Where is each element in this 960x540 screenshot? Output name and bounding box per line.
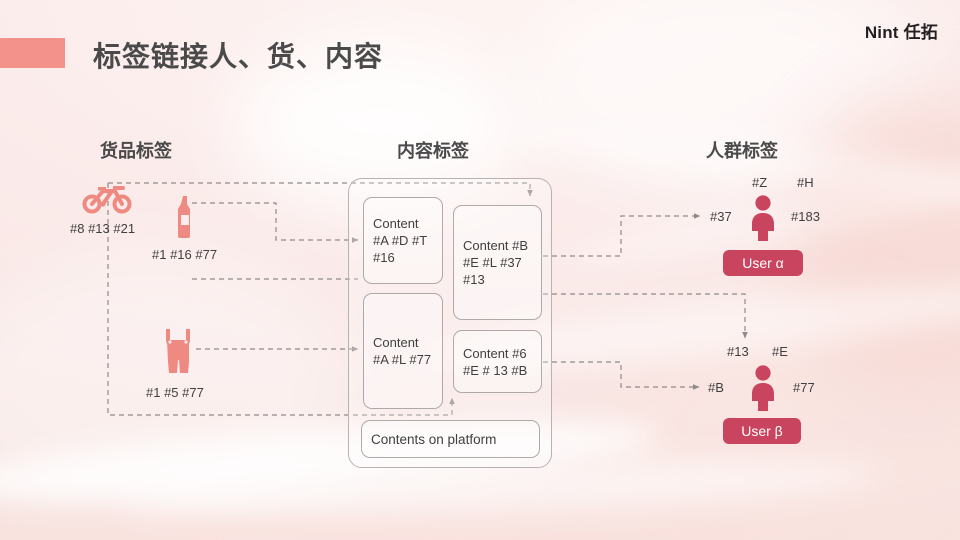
bicycle-icon [82, 180, 134, 219]
contents-on-platform-box[interactable]: Contents on platform [361, 420, 540, 458]
person-icon [747, 365, 779, 411]
user-alpha-tag-top-1: #Z [752, 175, 768, 190]
title-accent-bar [0, 38, 65, 68]
content-box-text: Content #A #L #77 [373, 335, 432, 367]
goods-tags-bottle: #1 #16 #77 [152, 247, 218, 262]
content-box-text: Content #6 #E # 13 #B [463, 345, 528, 378]
user-alpha-name: User α [742, 255, 784, 271]
user-alpha-tag-right: #183 [791, 209, 820, 224]
user-beta-tag-top-1: #13 [727, 344, 749, 359]
background-blob [230, 40, 530, 210]
person-icon [747, 195, 779, 241]
user-beta-tag-top-2: #E [772, 344, 788, 359]
bottle-icon [176, 196, 194, 245]
column-header-goods: 货品标签 [100, 141, 172, 161]
user-alpha-badge[interactable]: User α [723, 250, 803, 276]
content-box[interactable]: Content #A #D #T #16 [363, 197, 443, 284]
user-beta-name: User β [741, 423, 783, 439]
user-beta-badge[interactable]: User β [723, 418, 801, 444]
column-header-crowd: 人群标签 [706, 141, 778, 161]
brand-logo: Nint 任拓 [864, 23, 938, 42]
user-alpha-tag-top-2: #H [797, 175, 814, 190]
user-beta-tag-left: #B [708, 380, 724, 395]
content-box[interactable]: Content #6 #E # 13 #B [453, 330, 542, 393]
content-box-text: Content #B #E #L #37 #13 [463, 238, 529, 287]
content-box-text: Content #A #D #T #16 [373, 216, 427, 265]
content-box[interactable]: Content #A #L #77 [363, 293, 443, 409]
column-header-content: 内容标签 [397, 141, 469, 161]
goods-tags-overalls: #1 #5 #77 [146, 385, 204, 400]
content-panel [348, 178, 552, 468]
user-beta-tag-right: #77 [793, 380, 815, 395]
contents-on-platform-label: Contents on platform [371, 431, 497, 447]
goods-tags-bicycle: #8 #13 #21 [70, 221, 136, 236]
page-title: 标签链接人、货、内容 [93, 41, 384, 72]
user-alpha-tag-left: #37 [710, 209, 732, 224]
overalls-icon [160, 328, 196, 379]
content-box[interactable]: Content #B #E #L #37 #13 [453, 205, 542, 320]
